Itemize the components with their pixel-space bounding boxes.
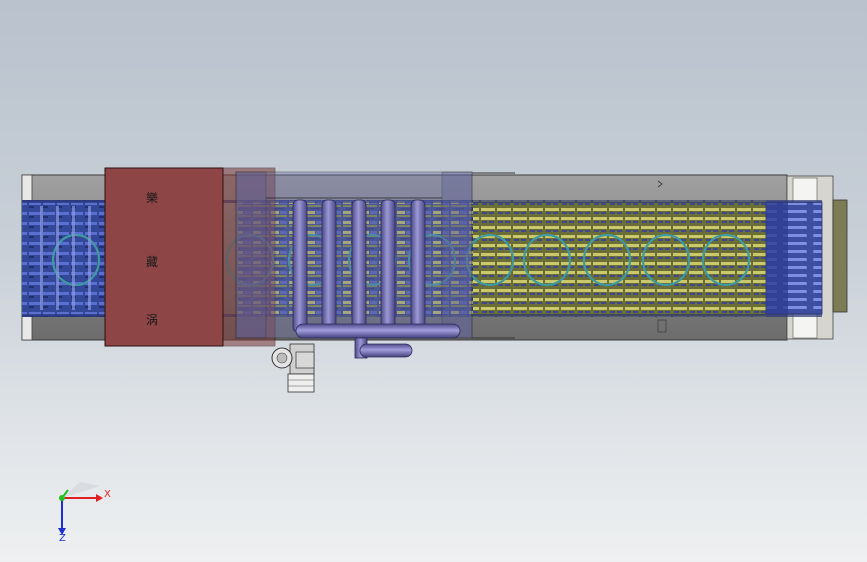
spray-pipe [380,199,396,333]
spray-pipe [351,199,367,333]
frame-marks [657,180,667,333]
spray-pipe [410,199,426,333]
belt-slat [56,206,59,310]
belt-ring [51,233,101,287]
belt-ring [465,233,515,287]
belt-ring [582,233,632,287]
spray-pipe [292,199,308,333]
belt-ring [522,233,572,287]
z-axis-label: Z [59,533,66,544]
spray-pipe [321,199,337,333]
belt-ring [701,233,751,287]
belt-slat [88,206,91,310]
panel-char-3: 涡 [146,313,158,327]
axis-triad: X Z [58,482,111,544]
belt-ring [407,233,457,287]
manifold [295,323,461,359]
pump-unit [271,343,315,393]
panel-char-2: 藏 [146,255,158,269]
panel-char-1: 樂 [146,190,158,205]
belt-slat [72,206,75,310]
belt-slat [40,206,43,310]
label-panel: 樂 藏 涡 [104,167,276,347]
x-axis-label: X [104,489,111,500]
belt-ring [641,233,691,287]
